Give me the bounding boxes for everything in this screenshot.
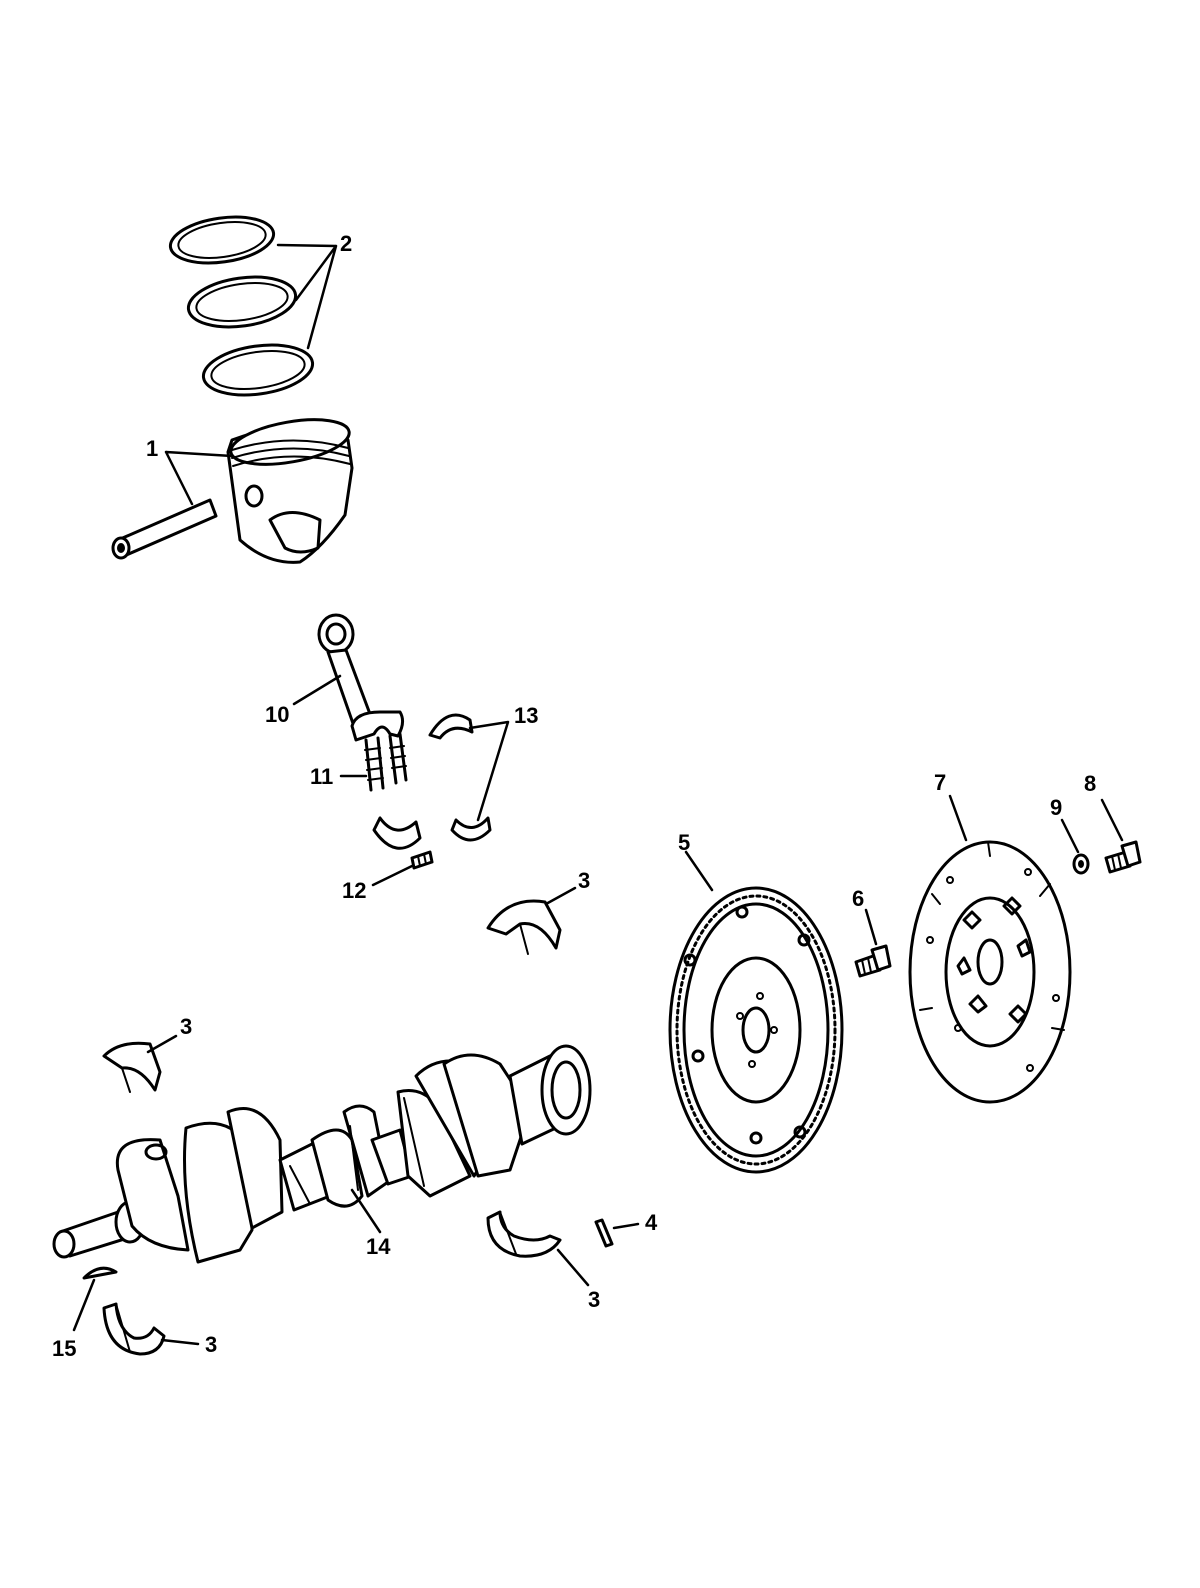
piston-ring-bottom <box>201 343 315 397</box>
main-bearing-lower-left <box>102 1302 166 1356</box>
rod-bolts <box>364 732 408 792</box>
leader-bearing-b <box>146 1034 178 1054</box>
flywheel <box>668 886 844 1174</box>
main-bearing-upper-right <box>486 899 562 955</box>
callout-rod-bearings: 13 <box>514 703 538 728</box>
drive-plate <box>908 840 1072 1104</box>
callout-flywheel: 5 <box>678 830 690 855</box>
callout-drive-plate: 7 <box>934 770 946 795</box>
leader-rod-bearings <box>468 720 510 822</box>
main-bearing-upper-left <box>102 1041 162 1093</box>
leader-dowel-pin <box>612 1222 640 1230</box>
rod-bearing-lower <box>450 816 492 842</box>
woodruff-key <box>82 1266 118 1280</box>
callout-key: 15 <box>52 1336 76 1361</box>
washer <box>1072 853 1090 875</box>
leader-flywheel-bolt <box>864 908 878 946</box>
callout-bearing-d: 3 <box>205 1332 217 1357</box>
leader-rod-nut <box>371 864 414 887</box>
flywheel-bolt <box>854 944 892 978</box>
callout-rings: 2 <box>340 231 352 256</box>
leader-rings <box>276 243 338 350</box>
callout-bearing-b: 3 <box>180 1014 192 1039</box>
callout-bearing-c: 3 <box>588 1287 600 1312</box>
leader-crankshaft <box>350 1188 382 1234</box>
piston-pin <box>111 498 218 560</box>
callout-bearing-a: 3 <box>578 868 590 893</box>
leader-washer <box>1060 818 1080 854</box>
callout-dowel-pin: 4 <box>645 1210 658 1235</box>
leader-key <box>72 1278 96 1332</box>
connecting-rod <box>317 613 405 742</box>
rod-bearing-shell <box>372 816 422 850</box>
rod-bearing-upper <box>428 713 474 740</box>
callout-washer: 9 <box>1050 795 1062 820</box>
piston-ring-middle <box>186 275 298 329</box>
leader-drive-plate <box>948 794 968 842</box>
callout-flywheel-bolt: 6 <box>852 886 864 911</box>
callout-crankshaft: 14 <box>366 1234 391 1259</box>
callout-plate-bolt: 8 <box>1084 771 1096 796</box>
piston-rings <box>168 215 315 397</box>
callout-rod-nut: 12 <box>342 878 366 903</box>
dowel-pin <box>594 1218 614 1248</box>
crankshaft <box>52 1044 592 1264</box>
leader-bearing-a <box>544 886 577 906</box>
rod-nut <box>410 850 434 870</box>
piston-ring-top <box>168 215 276 265</box>
leader-connecting-rod <box>292 674 342 706</box>
plate-bolt <box>1104 840 1142 874</box>
callout-piston: 1 <box>146 436 158 461</box>
leader-plate-bolt <box>1100 798 1124 842</box>
callout-connecting-rod: 10 <box>265 702 289 727</box>
leader-bearing-d <box>160 1338 200 1346</box>
main-bearing-lower-center <box>486 1210 562 1258</box>
piston <box>226 418 354 564</box>
leader-piston <box>164 450 234 506</box>
leader-flywheel <box>684 850 714 892</box>
callout-rod-bolt: 11 <box>310 764 333 789</box>
leader-bearing-c <box>556 1248 590 1287</box>
